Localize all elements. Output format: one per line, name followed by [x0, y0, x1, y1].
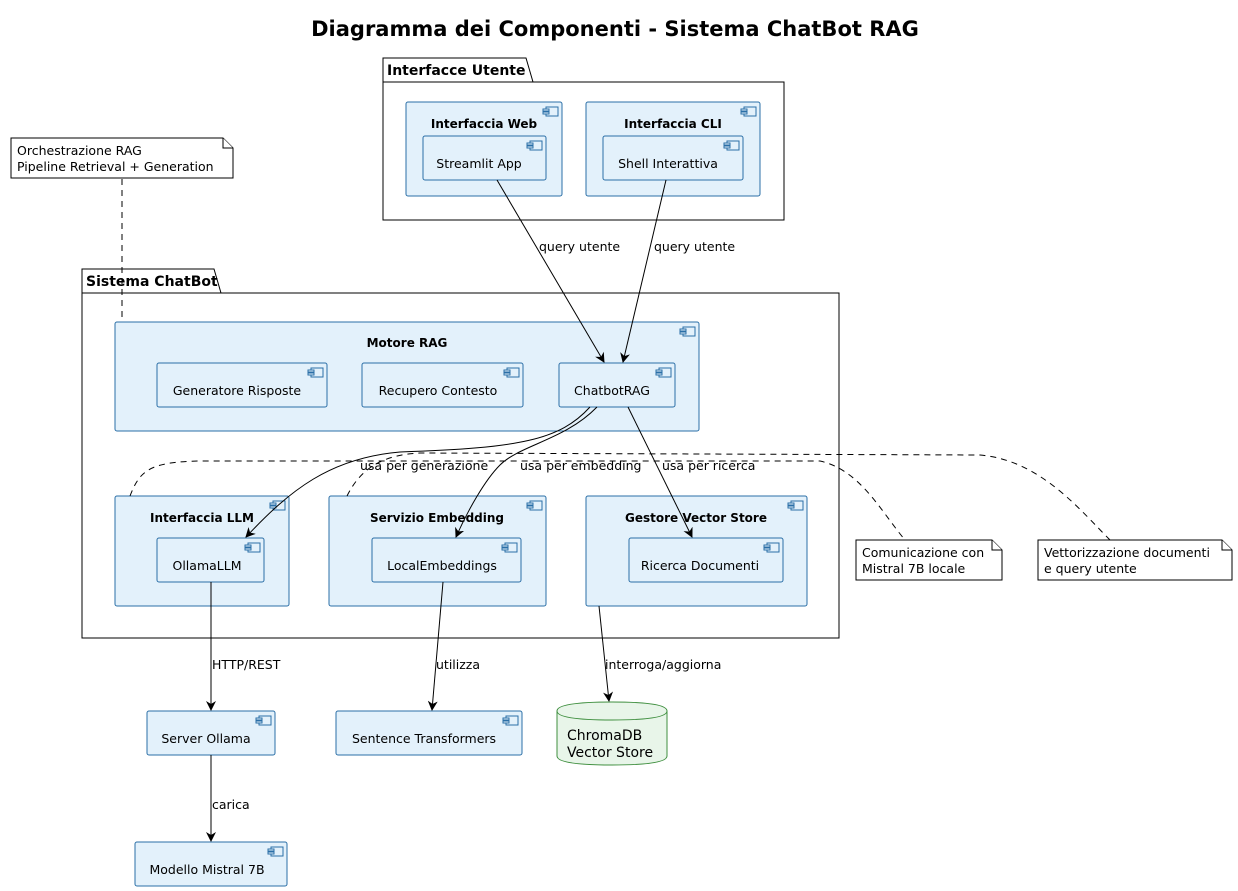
component-chatbotrag: ChatbotRAG	[574, 383, 650, 398]
arrow-chatbot-to-embedding	[455, 406, 598, 538]
component-title: Motore RAG	[367, 336, 448, 350]
component-localembeddings: LocalEmbeddings	[387, 558, 497, 573]
note-connector	[346, 452, 1111, 541]
note-line: Vettorizzazione documenti	[1044, 545, 1210, 560]
note-line: Orchestrazione RAG	[17, 143, 142, 158]
component-llm-interface: Interfaccia LLM OllamaLLM	[114, 495, 290, 607]
component-title: Interfaccia CLI	[624, 117, 722, 131]
arrow-vectorstore-to-chromadb	[598, 605, 614, 702]
component-vector-store-manager: Gestore Vector Store Ricerca Documenti	[585, 495, 808, 607]
arrow-chatbot-to-llm	[245, 406, 591, 538]
edge-label-cli-query: query utente	[654, 239, 735, 254]
component-rag-engine: Motore RAG Generatore Risposte Recupero …	[114, 321, 700, 432]
edge-label-query-update: interroga/aggiorna	[605, 657, 721, 672]
component-interactive-shell: Shell Interattiva	[618, 156, 718, 171]
component-title: Interfaccia Web	[431, 117, 538, 131]
note-embedding-vectorization: Vettorizzazione documenti e query utente	[1037, 539, 1233, 581]
component-label: Server Ollama	[161, 731, 250, 746]
component-label: Sentence Transformers	[352, 731, 496, 746]
component-title: Interfaccia LLM	[150, 511, 254, 525]
edge-label-uses: utilizza	[436, 657, 480, 672]
component-ollama-server: Server Ollama	[146, 710, 276, 756]
component-title: Gestore Vector Store	[625, 511, 767, 525]
edge-label-embedding: usa per embedding	[520, 458, 642, 473]
component-response-generator: Generatore Risposte	[173, 383, 302, 398]
component-label: Modello Mistral 7B	[149, 862, 264, 877]
component-ollamallm: OllamaLLM	[173, 558, 242, 573]
edge-label-web-query: query utente	[539, 239, 620, 254]
component-streamlit-app: Streamlit App	[436, 156, 522, 171]
diagram-title: Diagramma dei Componenti - Sistema ChatB…	[311, 17, 919, 41]
component-sentence-transformers: Sentence Transformers	[335, 710, 523, 756]
note-line: Pipeline Retrieval + Generation	[17, 159, 214, 174]
edge-label-search: usa per ricerca	[662, 458, 755, 473]
note-rag-orchestration: Orchestrazione RAG Pipeline Retrieval + …	[10, 137, 234, 179]
note-connector	[129, 460, 906, 541]
arrow-cli-to-chatbot	[620, 179, 667, 363]
component-embedding-service: Servizio Embedding LocalEmbeddings	[328, 495, 547, 607]
component-mistral-model: Modello Mistral 7B	[134, 841, 288, 887]
edge-label-loads: carica	[212, 797, 250, 812]
package-label: Sistema ChatBot	[86, 274, 218, 290]
component-web-interface: Interfaccia Web Streamlit App	[405, 101, 563, 197]
note-line: e query utente	[1044, 561, 1137, 576]
database-chromadb: ChromaDB Vector Store	[556, 701, 668, 766]
note-llm-communication: Comunicazione con Mistral 7B locale	[855, 539, 1003, 581]
arrow-embedding-to-sentence-transformers	[427, 581, 444, 711]
arrow-web-to-chatbot	[496, 179, 605, 363]
database-label-line1: ChromaDB	[567, 728, 642, 744]
note-line: Comunicazione con	[862, 545, 984, 560]
package-label: Interfacce Utente	[387, 63, 525, 79]
component-cli-interface: Interfaccia CLI Shell Interattiva	[585, 101, 761, 197]
component-title: Servizio Embedding	[370, 511, 504, 525]
arrow-chatbot-to-vectorstore	[627, 406, 693, 538]
edge-label-generation: usa per generazione	[360, 458, 488, 473]
component-context-retrieval: Recupero Contesto	[379, 383, 498, 398]
note-line: Mistral 7B locale	[862, 561, 966, 576]
component-document-search: Ricerca Documenti	[641, 558, 759, 573]
edge-label-http: HTTP/REST	[212, 657, 281, 672]
database-label-line2: Vector Store	[567, 745, 653, 761]
